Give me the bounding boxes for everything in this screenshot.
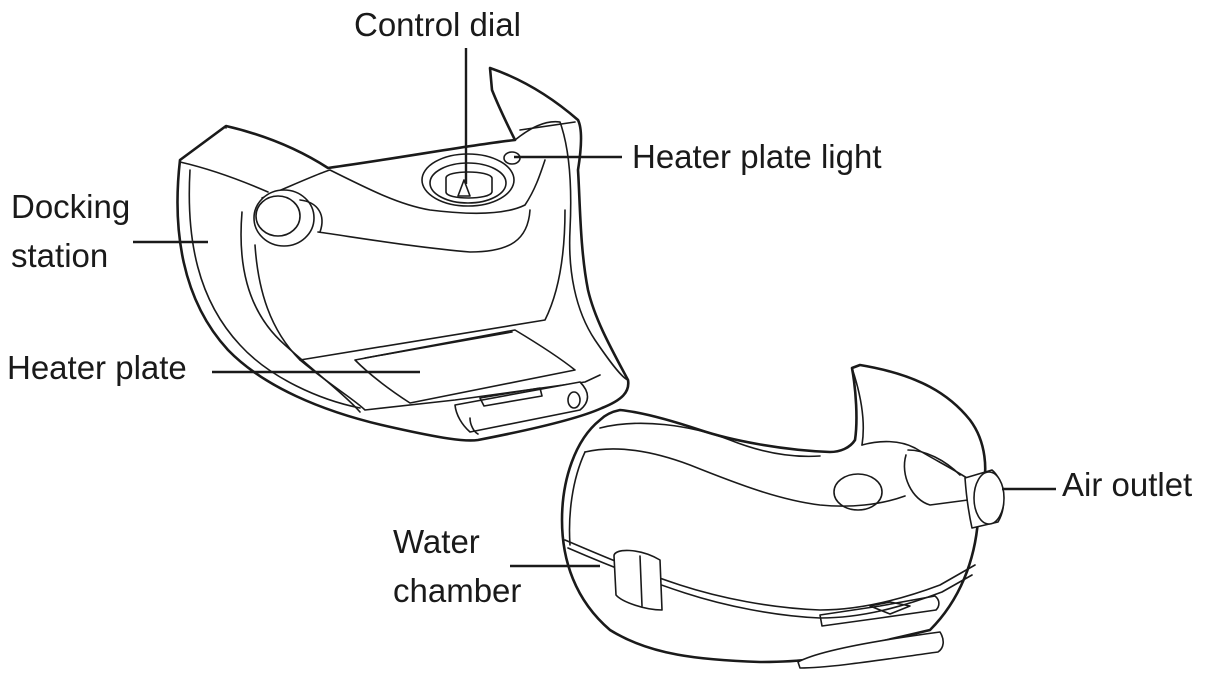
label-heater-plate: Heater plate	[7, 349, 187, 386]
docking-station-drawing	[176, 66, 630, 442]
air-outlet	[964, 469, 1005, 529]
heater-plate	[354, 329, 576, 404]
label-heater-plate-light: Heater plate light	[632, 138, 882, 175]
water-chamber-drawing	[560, 363, 1005, 669]
label-air-outlet: Air outlet	[1062, 466, 1193, 503]
water-chamber-clip	[613, 549, 663, 611]
label-water-chamber-line1: Water	[393, 523, 480, 560]
docking-station-knob	[253, 189, 315, 247]
water-chamber-window	[833, 473, 883, 511]
label-docking-station-line2: station	[11, 237, 109, 274]
label-control-dial: Control dial	[354, 6, 521, 43]
label-docking-station-line1: Docking	[11, 188, 131, 225]
docking-station-inner-wall	[240, 211, 361, 413]
label-water-chamber-line2: chamber	[393, 572, 522, 609]
water-chamber-body	[560, 363, 987, 664]
control-dial	[421, 153, 515, 207]
